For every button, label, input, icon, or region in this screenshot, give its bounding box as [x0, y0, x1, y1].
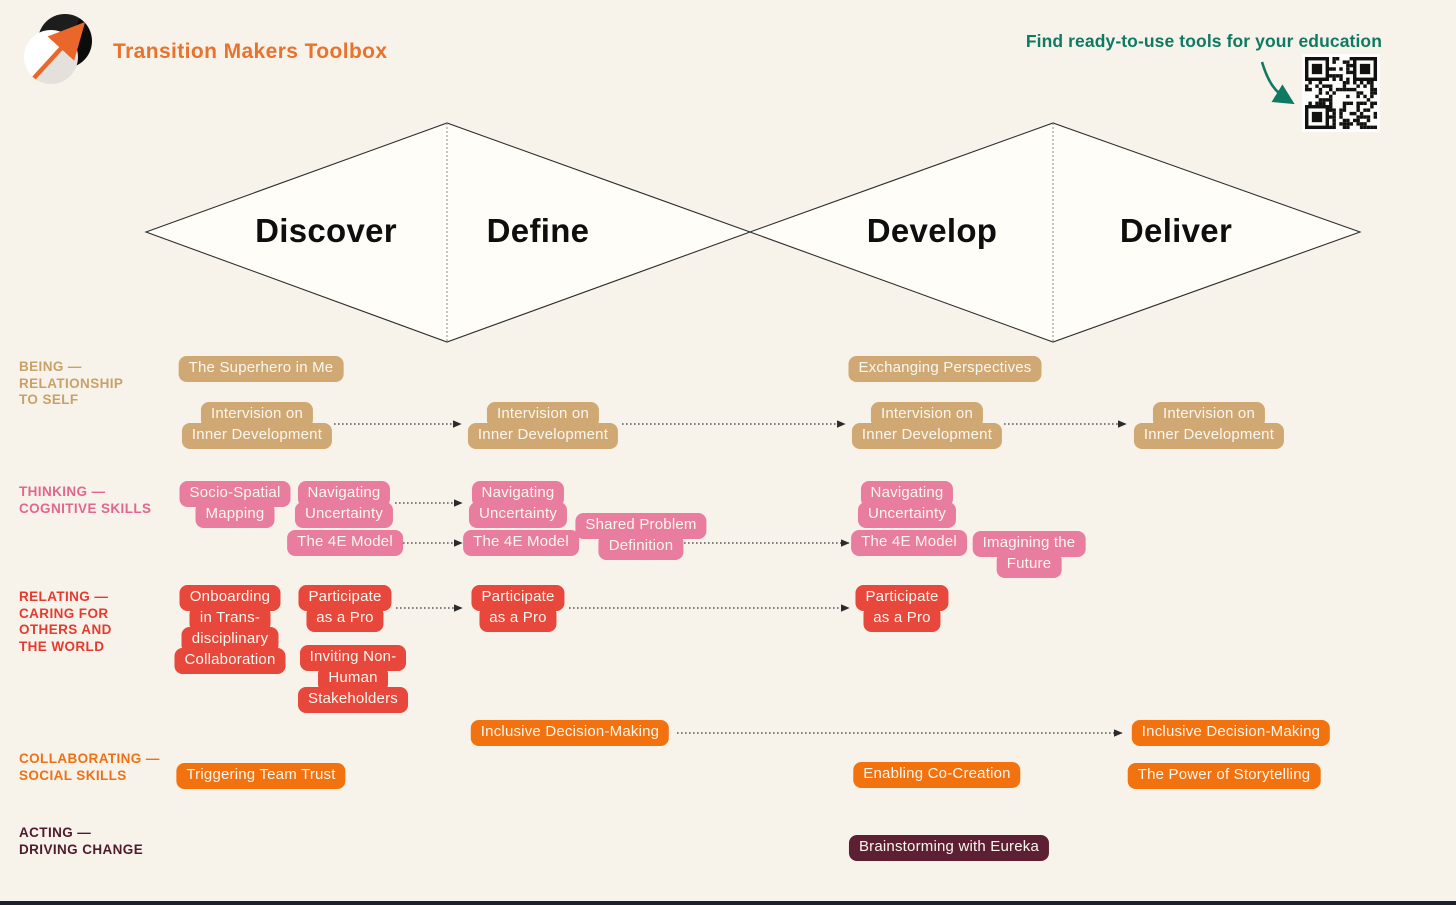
- phase-label-define: Define: [486, 212, 590, 249]
- inclusive-decision-making-define-badge[interactable]: Inclusive Decision-Making: [470, 720, 670, 746]
- inclusive-decision-making-deliver-badge[interactable]: Inclusive Decision-Making: [1131, 720, 1331, 746]
- phase-label-discover: Discover: [255, 212, 397, 249]
- page-title: Transition Makers Toolbox: [113, 40, 388, 63]
- category-label-line: TO SELF: [19, 392, 79, 407]
- badge-line: Inclusive Decision-Making: [470, 720, 670, 746]
- category-label-line: COLLABORATING —: [19, 751, 160, 766]
- category-label-line: CARING FOR: [19, 605, 109, 621]
- badge-line: as a Pro: [479, 606, 557, 632]
- category-label-line: BEING —: [19, 359, 82, 374]
- diamond-discover-define: [144, 122, 752, 343]
- category-label-line: ACTING —: [19, 825, 92, 840]
- the-superhero-in-me-badge[interactable]: The Superhero in Me: [178, 356, 344, 382]
- badge-line: Inner Development: [467, 423, 619, 449]
- qr-note-text: Find ready-to-use tools for your educati…: [1025, 31, 1382, 51]
- the-4e-model-discover-badge[interactable]: The 4E Model: [287, 530, 403, 556]
- category-label-line: COGNITIVE SKILLS: [19, 500, 152, 516]
- badge-line: Inner Development: [181, 423, 333, 449]
- phase-label-develop: Develop: [866, 212, 998, 249]
- badge-line: as a Pro: [306, 606, 384, 632]
- badge-line: Imagining the: [972, 531, 1086, 557]
- badge-line: Brainstorming with Eureka: [848, 835, 1050, 861]
- badge-line: Exchanging Perspectives: [848, 356, 1042, 382]
- exchanging-perspectives-badge[interactable]: Exchanging Perspectives: [848, 356, 1042, 382]
- badge-line: Inner Development: [851, 423, 1003, 449]
- category-label-thinking: THINKING —COGNITIVE SKILLS: [19, 484, 151, 517]
- brainstorming-with-eureka-badge[interactable]: Brainstorming with Eureka: [848, 835, 1050, 861]
- category-label-line: RELATING —: [19, 589, 109, 604]
- badge-line: The 4E Model: [851, 530, 967, 556]
- category-label-line: THE WORLD: [19, 638, 105, 654]
- category-label-line: DRIVING CHANGE: [19, 841, 144, 857]
- badge-line: The Power of Storytelling: [1127, 763, 1321, 789]
- badge-line: Future: [996, 552, 1062, 578]
- category-label-acting: ACTING —DRIVING CHANGE: [19, 825, 143, 858]
- badge-line: Triggering Team Trust: [176, 763, 346, 789]
- badge-line: Shared Problem: [575, 513, 707, 539]
- bottom-edge: [0, 901, 1456, 905]
- curved-arrow-icon: [1260, 61, 1295, 105]
- category-label-line: THINKING —: [19, 484, 106, 499]
- badge-line: Mapping: [195, 502, 275, 528]
- badge-line: Collaboration: [174, 648, 286, 674]
- the-power-of-storytelling-badge[interactable]: The Power of Storytelling: [1127, 763, 1321, 789]
- badge-line: The 4E Model: [463, 530, 579, 556]
- badge-line: The Superhero in Me: [178, 356, 344, 382]
- badge-line: Stakeholders: [298, 687, 408, 713]
- qr-code: [1302, 54, 1380, 132]
- category-label-line: RELATIONSHIP: [19, 375, 124, 391]
- badge-line: The 4E Model: [287, 530, 403, 556]
- diamond-develop-deliver: [748, 122, 1362, 343]
- badge-line: Enabling Co-Creation: [853, 762, 1021, 788]
- logo-arrow-icon: [32, 22, 86, 80]
- badge-line: Uncertainty: [468, 502, 568, 528]
- badge-line: as a Pro: [863, 606, 941, 632]
- app-logo: [24, 12, 96, 92]
- enabling-co-creation-badge[interactable]: Enabling Co-Creation: [853, 762, 1021, 788]
- the-4e-model-develop-badge[interactable]: The 4E Model: [851, 530, 967, 556]
- triggering-team-trust-badge[interactable]: Triggering Team Trust: [176, 763, 346, 789]
- badge-line: Definition: [598, 534, 684, 560]
- phase-label-deliver: Deliver: [1119, 212, 1233, 249]
- badge-line: Inclusive Decision-Making: [1131, 720, 1331, 746]
- category-label-line: OTHERS AND: [19, 622, 112, 637]
- category-label-collaborating: COLLABORATING —SOCIAL SKILLS: [19, 751, 160, 784]
- badge-line: Inner Development: [1133, 423, 1285, 449]
- badge-line: Uncertainty: [294, 502, 394, 528]
- badge-line: Uncertainty: [857, 502, 957, 528]
- the-4e-model-define-badge[interactable]: The 4E Model: [463, 530, 579, 556]
- category-label-line: SOCIAL SKILLS: [19, 767, 127, 783]
